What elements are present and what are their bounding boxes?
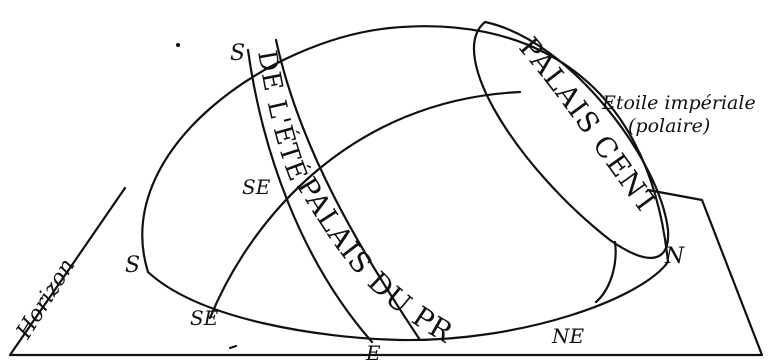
- dir-s-top: S: [230, 41, 245, 66]
- ink-mark: [230, 346, 236, 348]
- label-palais-central: PALAIS CENTRAL: [0, 0, 665, 221]
- dir-se-low: SE: [190, 306, 219, 330]
- dir-e: E: [365, 341, 381, 363]
- label-horizon: Horizon: [11, 254, 80, 344]
- central-palace-ellipse: [474, 22, 668, 258]
- dir-n: N: [664, 244, 685, 269]
- star-dot: [176, 43, 180, 47]
- label-etoile-line2: (polaire): [628, 115, 710, 137]
- ne-meridian: [596, 242, 616, 302]
- dir-s-left: S: [125, 253, 140, 278]
- dir-ne: NE: [551, 324, 585, 348]
- label-etoile-line1: Etoile impériale: [601, 92, 756, 114]
- dir-se-mid: SE: [242, 175, 271, 199]
